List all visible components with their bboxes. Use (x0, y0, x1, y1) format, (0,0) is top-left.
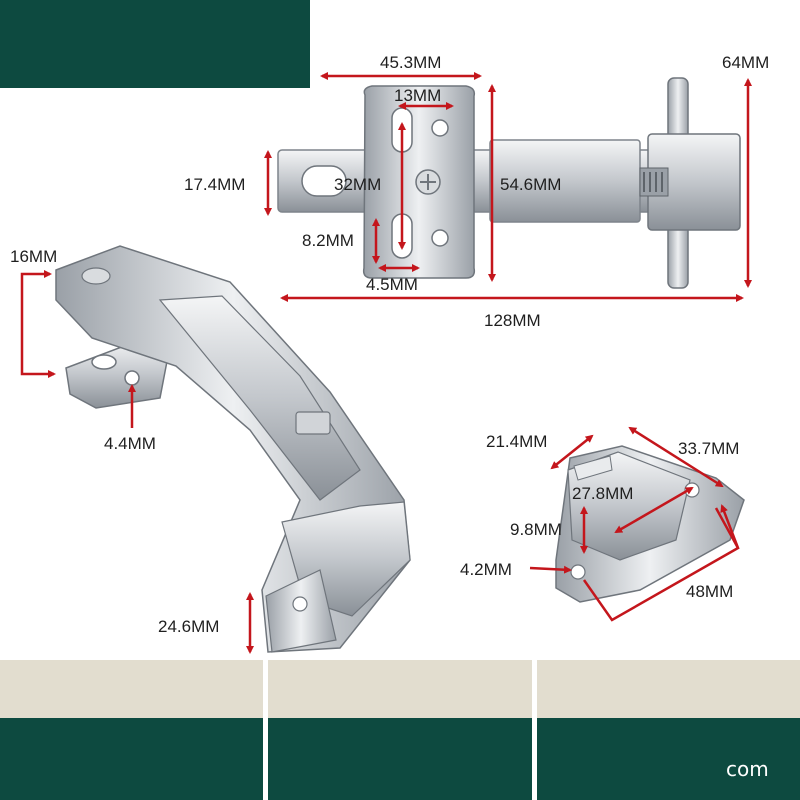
dim-line-plate-length-tip (720, 504, 740, 549)
dimension-labels: 45.3MM 13MM 64MM 17.4MM 32MM 54.6MM 8.2M… (10, 53, 769, 636)
label-total-length: 128MM (484, 311, 541, 330)
dimension-lines (20, 72, 752, 654)
label-slot-offset: 8.2MM (302, 231, 354, 250)
label-hole-spacing: 13MM (394, 86, 441, 105)
label-plate-width: 21.4MM (486, 432, 547, 451)
label-plate-length: 48MM (686, 582, 733, 601)
hinge-top-view (277, 77, 741, 289)
label-slot-width: 4.5MM (366, 275, 418, 294)
label-top-height: 64MM (722, 53, 769, 72)
label-plate-depth: 33.7MM (678, 439, 739, 458)
label-plate-hole: 4.2MM (460, 560, 512, 579)
footer-bands (0, 660, 800, 800)
footer-domain-text: com (726, 757, 769, 781)
label-plate-rise: 9.8MM (510, 520, 562, 539)
dim-line-plate-width (550, 434, 594, 470)
label-arm-height: 17.4MM (184, 175, 245, 194)
label-plate-inner: 27.8MM (572, 484, 633, 503)
label-slot-length: 32MM (334, 175, 381, 194)
label-top-width: 45.3MM (380, 53, 441, 72)
header-band (0, 0, 310, 88)
dim-line-plate-hole (529, 565, 572, 574)
dim-line-plate-inner (614, 486, 694, 534)
label-plate-height: 54.6MM (500, 175, 561, 194)
hinge-side-view (55, 245, 411, 653)
dim-line-side-height (20, 270, 56, 378)
label-cup-depth: 24.6MM (158, 617, 219, 636)
dim-line-plate-depth (628, 426, 724, 488)
label-side-height: 16MM (10, 247, 57, 266)
label-side-hole: 4.4MM (104, 434, 156, 453)
dim-line-plate-length (582, 507, 740, 622)
